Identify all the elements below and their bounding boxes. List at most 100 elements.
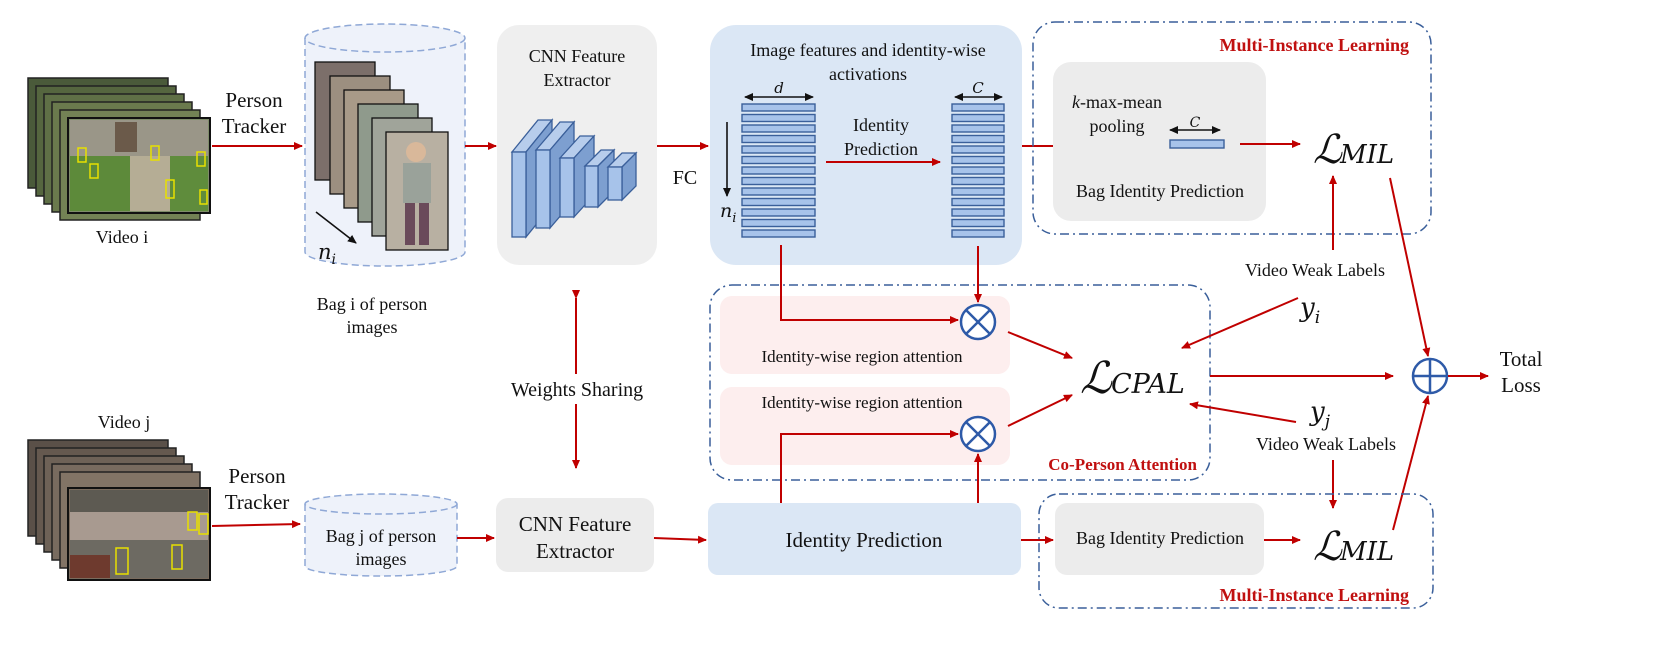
pooled-vector: [1169, 139, 1225, 149]
bag-size-label: ni: [318, 240, 336, 268]
pooling-box: [1053, 62, 1266, 221]
svg-text:ℒ: ℒ: [1313, 524, 1343, 570]
pool-dim-label: C: [1190, 115, 1201, 131]
feature-vector-row: [741, 176, 816, 186]
identity-prediction-top-1: Identity: [853, 115, 909, 135]
feature-vector-row: [741, 166, 816, 175]
features-title-1: Image features and identity-wise: [750, 40, 985, 60]
label-yj: yj: [1309, 397, 1331, 432]
activation-vector-row: [951, 197, 1005, 207]
cnn-top-label-2: Extractor: [544, 70, 611, 90]
video-i-frames: [27, 77, 211, 221]
mil-top-title: Multi-Instance Learning: [1219, 35, 1409, 55]
otimes-top-icon: [959, 303, 997, 341]
dim-c-label: C: [972, 79, 984, 97]
arrow-yi-to-cpal: [1181, 297, 1299, 349]
total-loss-label-2: Loss: [1501, 373, 1541, 397]
cnn-top-label-1: CNN Feature: [529, 46, 625, 66]
mil-bottom-title: Multi-Instance Learning: [1219, 585, 1409, 605]
activation-vector-row: [951, 187, 1005, 196]
arrow-otimes-top-to-cpal: [1007, 331, 1073, 359]
activation-vector-row: [951, 113, 1005, 123]
activation-vector-row: [951, 124, 1005, 133]
feature-vector-row: [741, 229, 816, 238]
bag-i-caption-2: images: [347, 317, 398, 337]
bag-identity-prediction-bottom: Bag Identity Prediction: [1076, 528, 1244, 548]
identity-prediction-top-2: Prediction: [844, 139, 918, 159]
feature-vector-row: [741, 208, 816, 217]
bag-identity-prediction-bottom-box: [1055, 503, 1264, 575]
video-weak-labels-bottom: Video Weak Labels: [1256, 434, 1396, 454]
arrow-idpred-to-otimes-bottom: [780, 430, 959, 520]
tracker-top-label-1: Person: [225, 88, 283, 112]
video-i-front-frame: [67, 117, 211, 214]
pooling-label-2: pooling: [1089, 116, 1144, 136]
rows-label: ni: [720, 200, 736, 226]
activation-vector-row: [951, 103, 1005, 112]
loss-mil-top: ℒ MIL: [1313, 127, 1394, 173]
tracker-bottom-label-2: Tracker: [225, 490, 290, 514]
feature-vector-row: [741, 124, 816, 133]
weights-sharing-bg: [495, 374, 660, 404]
svg-text:ℒ: ℒ: [1080, 353, 1113, 404]
activation-vector-row: [951, 229, 1005, 238]
tracker-bottom-label-1: Person: [228, 464, 286, 488]
arrow-mil-bottom-to-sum: [1392, 395, 1430, 531]
activation-vector-row: [951, 134, 1005, 144]
mil-bottom-region: [1038, 493, 1434, 609]
feature-vector-row: [741, 145, 816, 154]
mil-top-region: [1032, 21, 1432, 235]
feature-bars: [741, 103, 816, 238]
feature-vector-row: [741, 155, 816, 165]
identity-prediction-bottom: Identity Prediction: [786, 528, 943, 552]
cnn-bottom-label-2: Extractor: [536, 539, 614, 563]
person-image-stack: [314, 61, 449, 251]
co-person-attention-title: Co-Person Attention: [1048, 455, 1197, 474]
otimes-bottom-icon: [959, 415, 997, 453]
loss-mil-bottom: ℒ MIL: [1313, 524, 1394, 570]
region-attention-label-2: Identity-wise region attention: [761, 393, 963, 412]
activation-vector-row: [951, 176, 1005, 186]
arrow-features-to-otimes-top: [780, 245, 959, 324]
dim-d-label: d: [774, 79, 784, 97]
bag-identity-prediction-top: Bag Identity Prediction: [1076, 181, 1244, 201]
video-j-label: Video j: [98, 412, 150, 432]
video-weak-labels-top: Video Weak Labels: [1245, 260, 1385, 280]
video-j-front-frame: [67, 487, 211, 581]
features-title-2: activations: [829, 64, 907, 84]
region-attention-label-1: Identity-wise region attention: [761, 347, 963, 366]
attention-panel-bottom: [720, 387, 1010, 465]
svg-text:ℒ: ℒ: [1313, 127, 1343, 173]
attention-panel-top: [720, 296, 1010, 374]
svg-text:MIL: MIL: [1339, 140, 1394, 170]
svg-text:CPAL: CPAL: [1111, 369, 1185, 400]
svg-text:MIL: MIL: [1339, 537, 1394, 567]
bag-j-cylinder: [304, 493, 458, 577]
bag-size-arrow: [315, 211, 357, 244]
activation-vector-row: [951, 166, 1005, 175]
activation-vector-row: [951, 145, 1005, 154]
sum-icon: [1411, 357, 1449, 395]
activation-vector-row: [951, 155, 1005, 165]
feature-vector-row: [741, 103, 816, 112]
cnn-bottom-label-1: CNN Feature: [519, 512, 632, 536]
tracker-top-label-2: Tracker: [222, 114, 287, 138]
activation-bars: [951, 103, 1005, 238]
cnn-bottom-box: [496, 498, 654, 572]
bag-i-caption-1: Bag i of person: [317, 294, 427, 314]
pooling-label-1: k-max-mean: [1072, 92, 1162, 112]
total-loss-label-1: Total: [1500, 347, 1543, 371]
feature-vector-row: [741, 187, 816, 196]
weights-sharing-label: Weights Sharing: [511, 379, 643, 401]
bag-j-label-2: images: [356, 549, 407, 569]
identity-prediction-bottom-box: [708, 503, 1021, 575]
loss-cpal: ℒ CPAL: [1080, 353, 1185, 404]
feature-vector-row: [741, 134, 816, 144]
video-j-frames: [27, 439, 211, 581]
arrow-mil-top-to-sum: [1389, 177, 1431, 357]
co-person-attention-region: [709, 284, 1211, 481]
feature-vector-row: [741, 197, 816, 207]
activation-vector-row: [951, 208, 1005, 217]
arrow-video-j-to-bag: [211, 520, 301, 529]
